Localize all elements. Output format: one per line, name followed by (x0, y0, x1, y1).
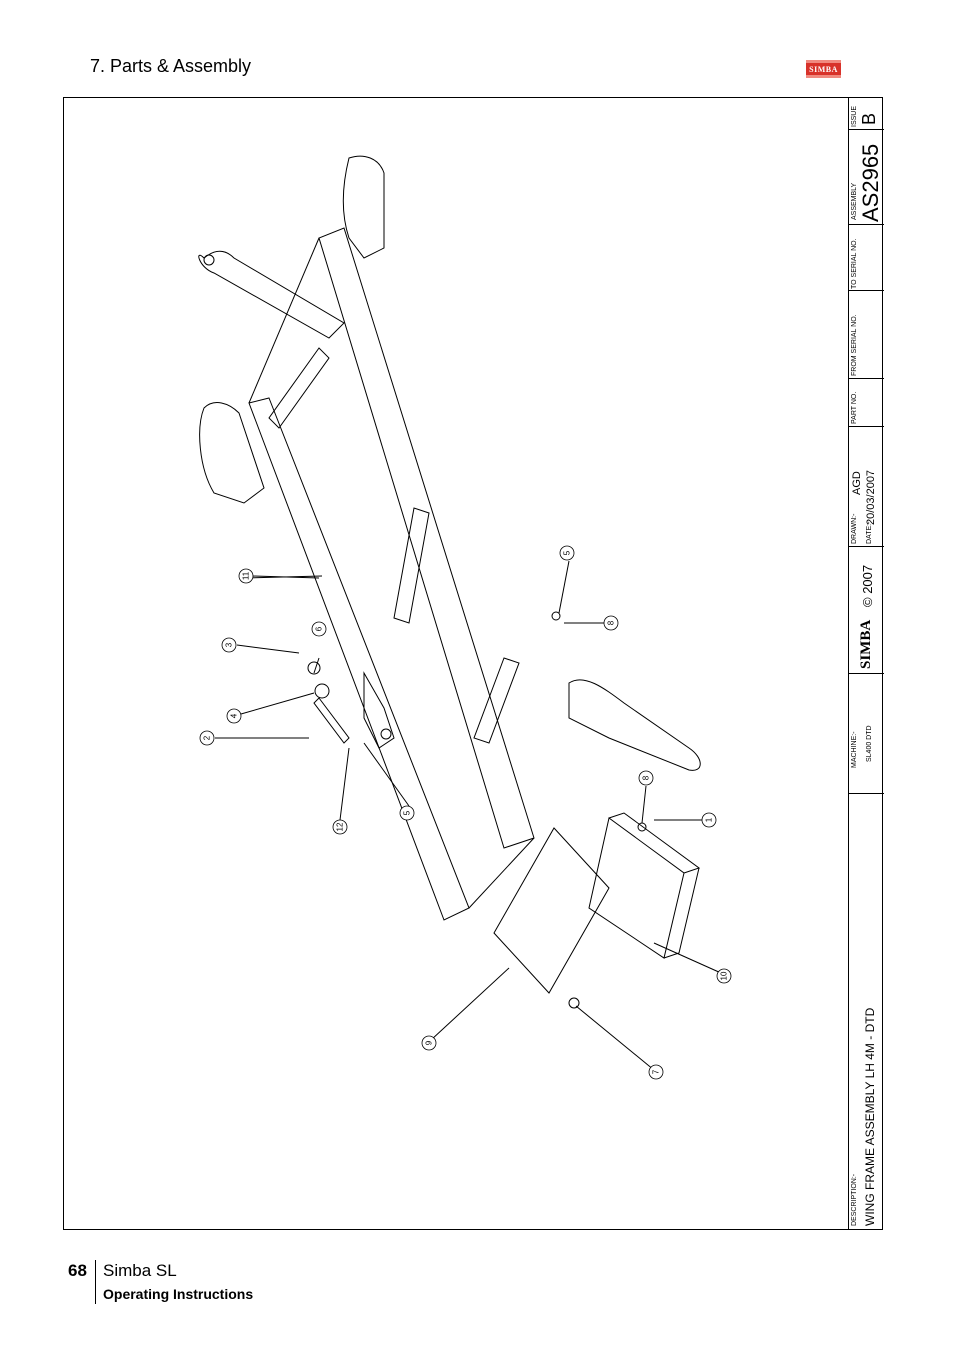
drawing-date: 20/03/2007 (865, 469, 877, 525)
callout-label: 3 (225, 642, 234, 647)
callout-1 (701, 812, 717, 828)
section-title: 7. Parts & Assembly (90, 56, 252, 76)
callout-label: 10 (720, 971, 729, 980)
callout-10 (716, 968, 732, 984)
machine-cell: MACHINE:- SL400 DTD (849, 674, 884, 794)
callout-5a (399, 805, 415, 821)
callout-9 (421, 1035, 437, 1051)
from-serial-label: FROM SERIAL NO. (851, 314, 858, 376)
from-serial-cell: FROM SERIAL NO. (849, 291, 884, 379)
footer-brand: Simba SL (103, 1261, 177, 1280)
callout-label: 9 (425, 1040, 434, 1045)
simba-brand: SIMBA (858, 619, 874, 669)
callout-2 (199, 730, 215, 746)
drawn-by: AGD (851, 471, 863, 495)
to-serial-cell: TO SERIAL NO. (849, 225, 884, 291)
description-label: DESCRIPTION:- (851, 1173, 858, 1226)
issue-label: ISSUE (851, 105, 858, 127)
callout-11 (238, 568, 254, 584)
callout-label: 8 (607, 620, 616, 625)
title-block: ISSUE B ASSEMBLY AS2965 TO SERIAL NO. FR… (848, 97, 884, 1230)
callout-label: 1 (705, 817, 714, 822)
to-serial-label: TO SERIAL NO. (851, 238, 858, 289)
callout-balloons (199, 545, 732, 1080)
wing-frame-drawing: 11 3 6 4 2 12 5 5 8 8 1 10 9 7 (198, 155, 732, 1080)
assembly-label: ASSEMBLY (851, 182, 858, 220)
callout-4 (226, 708, 242, 724)
assembly-cell: ASSEMBLY AS2965 (849, 130, 884, 225)
callout-3 (221, 637, 237, 653)
assembly-number: AS2965 (858, 143, 883, 222)
callout-label: 6 (315, 626, 324, 631)
callout-label: 12 (336, 822, 345, 831)
brand-cell: © 2007 SIMBA (849, 547, 884, 674)
callout-6 (311, 621, 327, 637)
callout-label: 8 (642, 775, 651, 780)
simba-logo: SIMBA (806, 60, 841, 78)
part-no-label: PART NO. (851, 391, 858, 424)
callout-label: 7 (652, 1069, 661, 1074)
callout-label: 2 (203, 735, 212, 740)
callout-8b (638, 770, 654, 786)
drawn-date-cell: DRAWN:- AGD DATE:- 20/03/2007 (849, 427, 884, 547)
callout-8a (603, 615, 619, 631)
callout-label: 5 (563, 550, 572, 555)
footer-divider (95, 1260, 96, 1304)
callout-label: 11 (242, 571, 251, 580)
description-cell: DESCRIPTION:- WING FRAME ASSEMBLY LH 4M … (849, 794, 884, 1230)
callout-5b (559, 545, 575, 561)
callout-12 (332, 819, 348, 835)
callout-label: 4 (230, 713, 239, 718)
footer-subtitle: Operating Instructions (103, 1286, 254, 1302)
drawn-label: DRAWN:- (851, 513, 858, 544)
callout-7 (648, 1064, 664, 1080)
page-number: 68 (68, 1261, 87, 1280)
description: WING FRAME ASSEMBLY LH 4M - DTD (863, 1007, 877, 1226)
machine-label: MACHINE:- (851, 731, 858, 768)
drawing-frame: 11 3 6 4 2 12 5 5 8 8 1 10 9 7 (63, 97, 883, 1230)
issue-cell: ISSUE B (849, 97, 884, 130)
copyright: © 2007 (860, 564, 875, 607)
part-no-cell: PART NO. (849, 379, 884, 427)
machine-value: SL400 DTD (866, 725, 873, 762)
issue-value: B (859, 112, 879, 125)
callout-label: 5 (403, 810, 412, 815)
